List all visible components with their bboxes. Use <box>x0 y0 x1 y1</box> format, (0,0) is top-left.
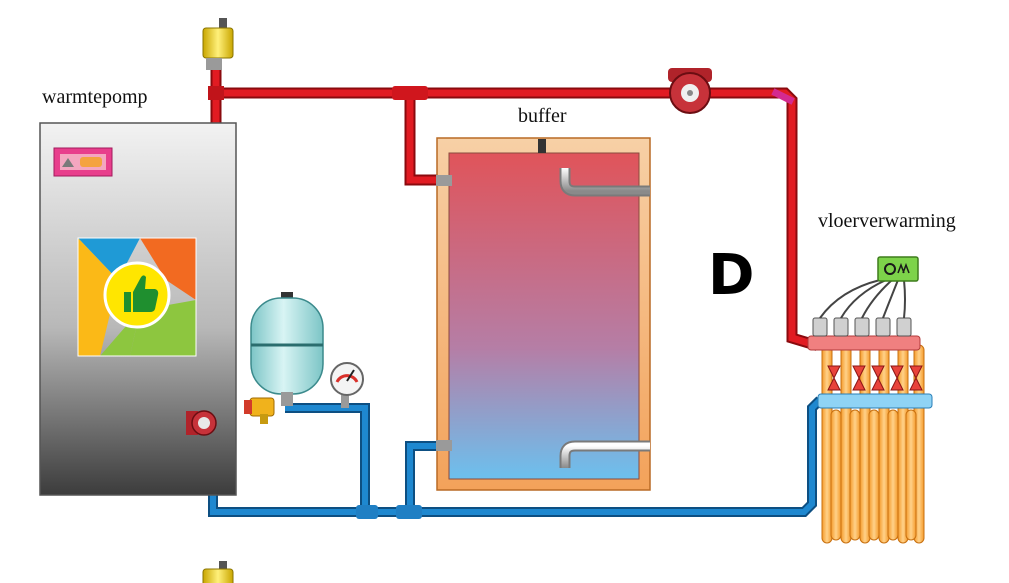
balancing-valves <box>827 365 923 391</box>
supply-tee-left <box>208 86 224 100</box>
air-vent-valve-icon <box>202 18 234 70</box>
expansion-vessel <box>244 292 324 424</box>
valve-actuators <box>812 317 912 337</box>
air-vent-valve-bottom-icon <box>202 561 234 583</box>
return-tee-left <box>356 505 378 519</box>
return-pipes <box>208 396 824 517</box>
thumbs-up-icon <box>77 237 197 357</box>
circulation-pump-icon <box>186 410 217 436</box>
buffer-label: buffer <box>518 105 567 127</box>
floor-heating-controller <box>877 256 919 282</box>
buffer-tank <box>436 137 651 491</box>
return-tee-buffer <box>396 505 422 519</box>
heat-pump-label: warmtepomp <box>42 86 148 108</box>
supply-tee-buffer <box>392 86 428 100</box>
floor-heating-label: vloerverwarming <box>818 210 956 232</box>
actuator-wires <box>819 279 906 319</box>
manifold-supply-bar <box>807 335 921 351</box>
pressure-gauge-icon <box>330 362 364 408</box>
manifold-return-bar <box>817 393 933 409</box>
heat-pump <box>39 122 237 496</box>
floor-heating-loops <box>821 344 925 544</box>
floor-heating-manifold <box>807 256 933 544</box>
variant-letter: D <box>708 243 755 308</box>
circulation-pump-main <box>668 68 712 114</box>
